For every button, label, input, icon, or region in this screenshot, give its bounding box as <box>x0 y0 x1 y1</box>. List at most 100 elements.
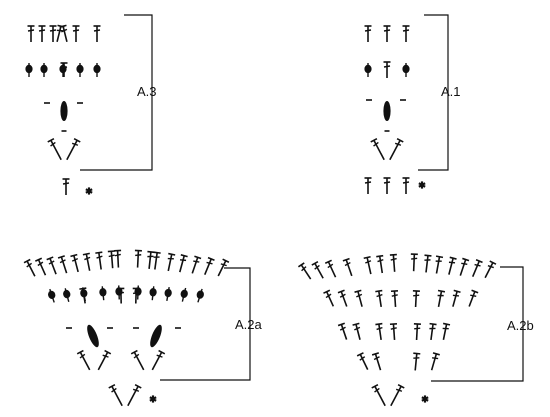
treble-symbol <box>437 289 446 308</box>
treble-symbol <box>82 252 91 271</box>
treble-symbol <box>179 254 188 273</box>
treble-symbol <box>352 322 361 340</box>
treble-symbol <box>108 383 123 407</box>
treble-symbol <box>370 137 385 161</box>
treble-symbol <box>153 251 161 270</box>
treble-symbol <box>371 383 386 407</box>
diagram-a2a: A.2a <box>23 249 263 407</box>
treble-symbol <box>134 249 142 268</box>
treble-symbol <box>390 383 405 407</box>
treble-symbol <box>342 257 353 277</box>
star-marker-icon <box>85 187 93 195</box>
treble-symbol <box>46 256 57 275</box>
bobble-symbol <box>149 286 157 301</box>
treble-symbol <box>70 253 79 273</box>
treble-symbol <box>62 178 70 195</box>
treble-symbol <box>114 249 122 268</box>
treble-symbol <box>363 255 372 275</box>
symbols-a3 <box>25 24 101 195</box>
bobble-symbol <box>40 63 48 77</box>
treble-symbol <box>132 287 140 304</box>
treble-symbol <box>471 258 483 278</box>
treble-symbol <box>23 258 36 277</box>
bracket-a2a <box>160 267 251 381</box>
bobble-symbol <box>25 63 33 77</box>
treble-symbol <box>117 287 125 304</box>
cluster-oval-symbol <box>150 324 162 348</box>
treble-symbol <box>127 383 142 407</box>
bobble-symbol <box>59 63 67 77</box>
symbols-a2a <box>23 249 230 407</box>
bobble-symbol <box>364 63 372 77</box>
treble-symbol <box>354 289 363 307</box>
treble-symbol <box>402 177 410 194</box>
treble-symbol <box>356 352 369 371</box>
cluster-oval-symbol <box>383 101 391 121</box>
diagram-a1: A.1 <box>364 14 461 194</box>
treble-symbol <box>468 289 479 307</box>
treble-symbol <box>191 255 202 274</box>
treble-symbol <box>375 289 383 308</box>
bobble-symbol <box>76 63 84 77</box>
treble-symbol <box>452 289 461 307</box>
treble-symbol <box>76 349 91 371</box>
treble-symbol <box>412 290 420 308</box>
treble-symbol <box>413 323 421 341</box>
treble-symbol <box>448 256 457 275</box>
treble-symbol <box>484 260 497 279</box>
treble-symbol <box>364 25 372 42</box>
treble-symbol <box>79 287 87 304</box>
treble-symbol <box>383 61 391 78</box>
treble-symbol <box>375 322 383 341</box>
treble-symbol <box>311 260 324 279</box>
treble-symbol <box>390 289 399 308</box>
treble-symbol <box>337 289 348 307</box>
cluster-oval-symbol <box>60 101 68 121</box>
treble-symbol <box>93 25 101 42</box>
treble-symbol <box>402 25 410 42</box>
bobble-symbol <box>196 288 204 303</box>
bobble-symbol <box>63 288 71 302</box>
treble-symbol <box>167 252 176 272</box>
treble-symbol <box>376 254 384 274</box>
treble-symbol <box>49 25 57 42</box>
star-marker-icon <box>418 181 426 189</box>
bracket-a2b <box>431 266 524 382</box>
treble-symbol <box>413 352 421 371</box>
treble-symbol <box>151 349 166 371</box>
label-a3: A.3 <box>137 84 157 99</box>
treble-symbol <box>57 255 68 274</box>
treble-symbol <box>38 25 46 42</box>
treble-symbol <box>442 322 451 341</box>
treble-symbol <box>217 258 230 277</box>
treble-symbol <box>383 25 391 42</box>
treble-symbol <box>297 262 312 280</box>
treble-symbol <box>204 256 215 275</box>
treble-symbol <box>383 177 391 194</box>
treble-symbol <box>107 250 115 269</box>
bobble-symbol <box>402 63 410 77</box>
treble-symbol <box>323 289 335 307</box>
symbols-a1 <box>364 25 426 194</box>
treble-symbol <box>429 322 437 341</box>
treble-symbol <box>389 322 398 341</box>
treble-symbol <box>130 349 145 371</box>
treble-symbol <box>389 137 404 161</box>
bobble-symbol <box>99 286 107 301</box>
label-a1: A.1 <box>441 84 461 99</box>
treble-symbol <box>27 25 35 42</box>
treble-symbol <box>435 255 444 274</box>
treble-symbol <box>35 257 47 276</box>
label-a2a: A.2a <box>235 317 263 332</box>
bobble-symbol <box>180 287 188 302</box>
treble-symbol <box>97 349 112 371</box>
treble-symbol <box>147 250 155 269</box>
bracket-a1 <box>418 14 449 171</box>
treble-symbol <box>371 352 382 371</box>
treble-symbol <box>337 322 348 340</box>
bobble-symbol <box>93 63 101 77</box>
star-marker-icon <box>421 395 429 403</box>
star-marker-icon <box>149 395 157 403</box>
bobble-symbol <box>164 286 172 302</box>
treble-symbol <box>60 62 68 77</box>
